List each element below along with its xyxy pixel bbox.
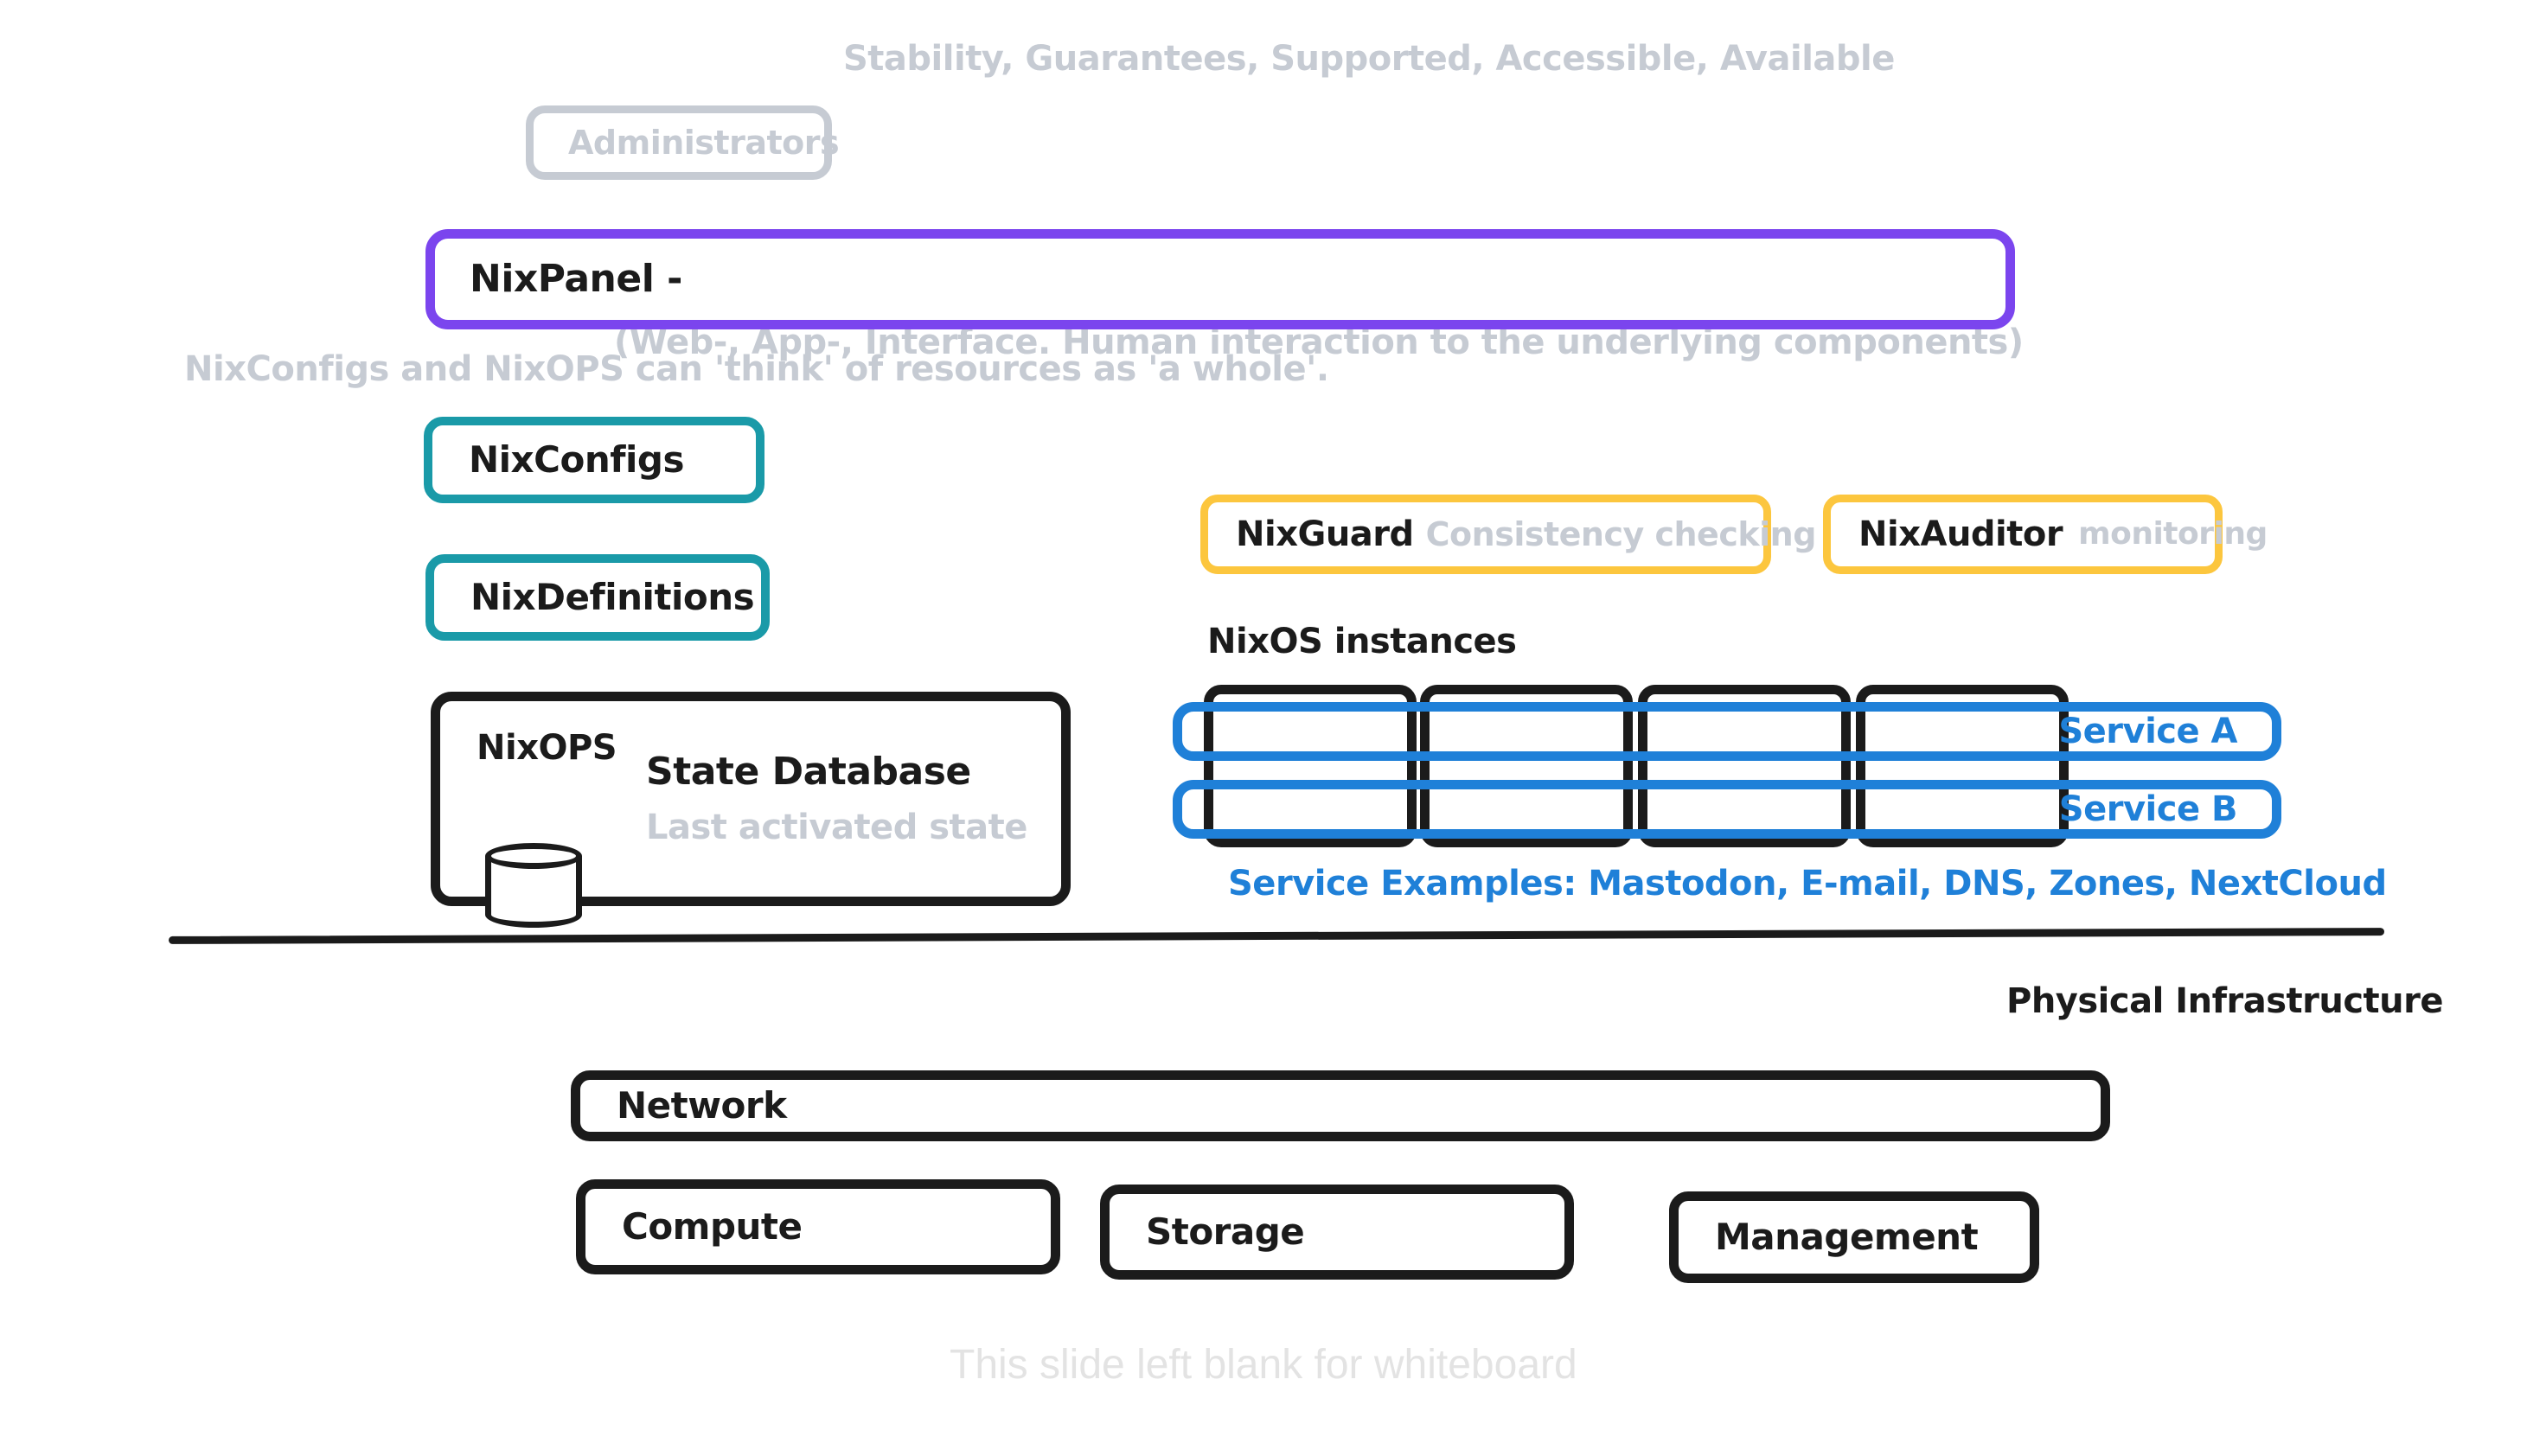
state-database-subtitle: Last activated state [646, 808, 1027, 847]
administrators-label: Administrators [568, 124, 840, 162]
infrastructure-divider [168, 928, 2385, 944]
nixdefinitions-label: NixDefinitions [470, 576, 755, 618]
storage-box[interactable]: Storage [1100, 1185, 1574, 1280]
nixos-instances-label: NixOS instances [1207, 622, 1517, 661]
nixops-state-database-box[interactable]: NixOPS State Database Last activated sta… [431, 692, 1071, 928]
compute-box[interactable]: Compute [576, 1179, 1060, 1274]
nixops-label: NixOPS [477, 728, 617, 768]
physical-infrastructure-label: Physical Infrastructure [2006, 981, 2444, 1021]
database-cylinder-icon [485, 843, 582, 928]
nixpanel-caption: (Web-, App-, Interface. Human interactio… [614, 322, 2024, 362]
service-b-label: Service B [2058, 789, 2238, 829]
nixpanel-label: NixPanel - [470, 257, 682, 301]
nixauditor-box[interactable]: NixAuditor monitoring [1823, 495, 2268, 574]
nixos-instance-box[interactable] [1856, 685, 2069, 847]
service-examples-label: Service Examples: Mastodon, E-mail, DNS,… [1228, 864, 2387, 904]
storage-label: Storage [1146, 1210, 1305, 1253]
footer-note: This slide left blank for whiteboard [950, 1342, 1577, 1388]
service-a-bar[interactable]: Service A [1173, 702, 2281, 761]
network-box[interactable]: Network [571, 1070, 2110, 1141]
nixos-instance-box[interactable] [1204, 685, 1417, 847]
service-a-label: Service A [2058, 712, 2237, 751]
nixguard-box[interactable]: NixGuard Consistency checking [1200, 495, 1816, 574]
nixauditor-label: NixAuditor [1858, 514, 2063, 554]
management-box[interactable]: Management [1669, 1191, 2039, 1283]
nixauditor-subtitle: monitoring [2078, 516, 2268, 552]
service-b-bar[interactable]: Service B [1173, 780, 2281, 839]
nixos-instance-box[interactable] [1420, 685, 1633, 847]
administrators-box[interactable]: Administrators [526, 105, 840, 180]
management-label: Management [1715, 1216, 1979, 1258]
top-caption: Stability, Guarantees, Supported, Access… [843, 39, 1895, 79]
whole-caption: NixConfigs and NixOPS can 'think' of res… [184, 349, 1329, 389]
nixdefinitions-box[interactable]: NixDefinitions [425, 554, 770, 641]
nixpanel-box[interactable]: NixPanel - [425, 229, 2015, 329]
nixguard-label: NixGuard [1236, 514, 1414, 554]
compute-label: Compute [622, 1205, 803, 1248]
nixos-instance-box[interactable] [1638, 685, 1851, 847]
nixconfigs-label: NixConfigs [469, 438, 684, 481]
network-label: Network [617, 1084, 787, 1127]
nixconfigs-box[interactable]: NixConfigs [424, 417, 764, 503]
nixguard-subtitle: Consistency checking [1425, 515, 1817, 553]
state-database-label: State Database [646, 750, 971, 794]
